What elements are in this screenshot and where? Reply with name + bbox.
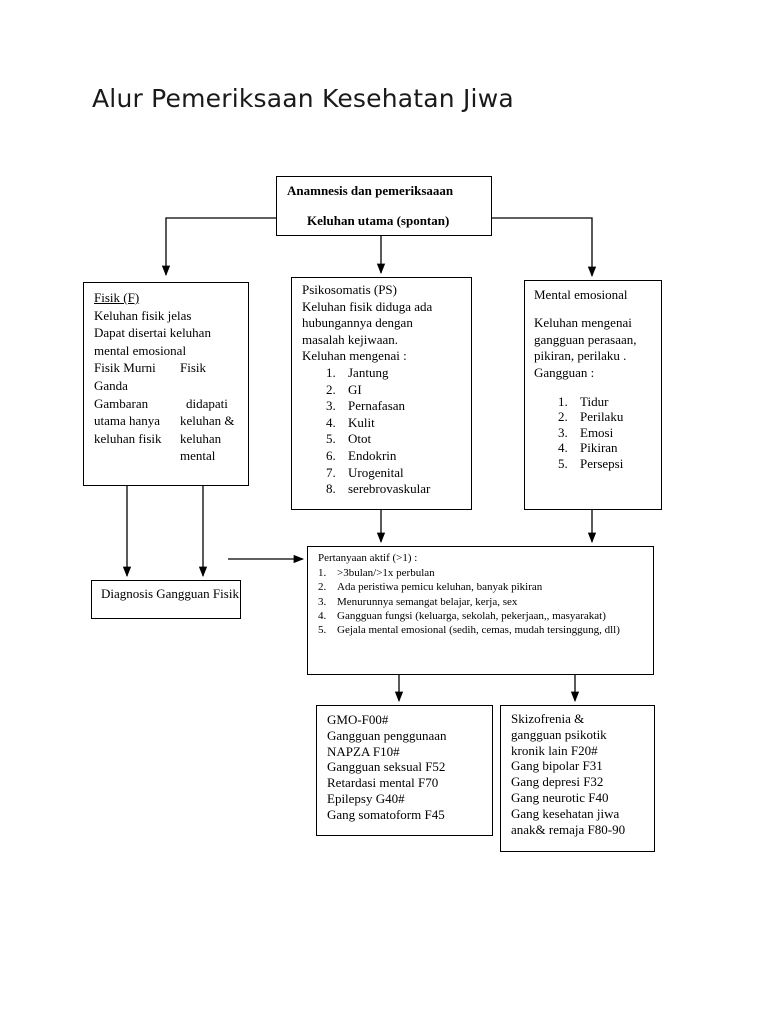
fisik-table-cell: Fisik xyxy=(180,360,207,376)
list-item: 4.Kulit xyxy=(326,414,375,430)
gmo-box: GMO-F00# Gangguan penggunaan NAPZA F10# … xyxy=(316,705,493,836)
skizo-line: Gang neurotic F40 xyxy=(511,789,609,805)
list-item: 5.Otot xyxy=(326,431,372,447)
psikosomatis-list: 1.Jantung 2.GI 3.Pernafasan 4.Kulit 5.Ot… xyxy=(302,365,471,498)
fisik-table-cell: Gambaran xyxy=(94,395,149,411)
skizo-line: Skizofrenia & xyxy=(511,711,585,726)
psikosomatis-title: Psikosomatis (PS) xyxy=(302,282,397,297)
fisik-table-cell: mental xyxy=(180,448,216,464)
list-item: 2.GI xyxy=(326,381,362,397)
skizo-line: Gang bipolar F31 xyxy=(511,758,603,774)
list-item: 2.Ada peristiwa pemicu keluhan, banyak p… xyxy=(318,581,543,594)
pertanyaan-aktif-box: Pertanyaan aktif (>1) : 1.>3bulan/>1x pe… xyxy=(307,546,654,675)
anamnesis-label: Anamnesis dan pemeriksaaan xyxy=(287,183,454,198)
fisik-table-cell: Ganda xyxy=(94,377,128,393)
gmo-line: Gang somatoform F45 xyxy=(327,806,445,822)
mental-line: Keluhan mengenai xyxy=(534,315,632,331)
fisik-table-cell: Fisik Murni xyxy=(94,360,156,376)
skizo-line: kronik lain F20# xyxy=(511,742,598,758)
fisik-table-cell xyxy=(94,447,180,465)
psikosomatis-box: Psikosomatis (PS) Keluhan fisik diduga a… xyxy=(291,277,472,510)
mental-title: Mental emosional xyxy=(534,287,628,302)
mental-list: 1.Tidur 2.Perilaku 3.Emosi 4.Pikiran 5.P… xyxy=(534,394,661,471)
list-item: 3.Emosi xyxy=(558,424,614,440)
anamnesis-box: Anamnesis dan pemeriksaaan Keluhan utama… xyxy=(276,176,492,236)
list-item: 5.Gejala mental emosional (sedih, cemas,… xyxy=(318,624,620,637)
list-item: 6.Endokrin xyxy=(326,447,397,463)
arrow-top-to-mental xyxy=(492,217,597,278)
gmo-line: Gangguan penggunaan xyxy=(327,727,447,743)
psikosomatis-line: Keluhan mengenai : xyxy=(302,348,407,364)
mental-line: pikiran, perilaku . xyxy=(534,348,627,364)
fisik-table-cell: utama hanya xyxy=(94,413,161,429)
keluhan-utama-label: Keluhan utama (spontan) xyxy=(307,213,450,228)
fisik-table-cell: keluhan fisik xyxy=(94,430,162,446)
skizo-line: Gang kesehatan jiwa xyxy=(511,805,620,821)
skizo-line: anak& remaja F80-90 xyxy=(511,821,626,837)
gmo-line: Epilepsy G40# xyxy=(327,790,405,806)
list-item: 2.Perilaku xyxy=(558,409,624,425)
mental-line: gangguan perasaan, xyxy=(534,331,637,347)
fisik-box: Fisik (F) Keluhan fisik jelas Dapat dise… xyxy=(83,282,249,486)
gmo-line: Retardasi mental F70 xyxy=(327,775,439,791)
diagnosis-box: Diagnosis Gangguan Fisik xyxy=(91,580,241,619)
arrow-top-to-fisik xyxy=(161,217,276,277)
fisik-line: Dapat disertai keluhan xyxy=(94,325,211,341)
list-item: 8.serebrovaskular xyxy=(326,481,431,497)
gmo-line: GMO-F00# xyxy=(327,712,389,727)
list-item: 1.>3bulan/>1x perbulan xyxy=(318,567,435,580)
fisik-line: Keluhan fisik jelas xyxy=(94,307,192,323)
list-item: 1.Jantung xyxy=(326,364,389,380)
list-item: 1.Tidur xyxy=(558,394,609,410)
fisik-table-cell xyxy=(180,377,248,395)
list-item: 3.Menurunnya semangat belajar, kerja, se… xyxy=(318,595,518,608)
fisik-table-cell: keluhan & xyxy=(180,413,235,429)
gmo-line: Gangguan seksual F52 xyxy=(327,759,446,775)
page-title: Alur Pemeriksaan Kesehatan Jiwa xyxy=(92,84,514,113)
skizo-line: gangguan psikotik xyxy=(511,726,607,742)
skizo-line: Gang depresi F32 xyxy=(511,774,604,790)
gmo-line: NAPZA F10# xyxy=(327,743,400,759)
pertanyaan-title: Pertanyaan aktif (>1) : xyxy=(318,552,418,564)
list-item: 4.Gangguan fungsi (keluarga, sekolah, pe… xyxy=(318,609,606,622)
mental-line: Gangguan : xyxy=(534,364,595,380)
list-item: 5.Persepsi xyxy=(558,455,624,471)
fisik-title: Fisik (F) xyxy=(94,290,140,305)
mental-emosional-box: Mental emosional Keluhan mengenai ganggu… xyxy=(524,280,662,510)
pertanyaan-list: 1.>3bulan/>1x perbulan 2.Ada peristiwa p… xyxy=(318,566,653,637)
list-item: 3.Pernafasan xyxy=(326,398,406,414)
skizofrenia-box: Skizofrenia & gangguan psikotik kronik l… xyxy=(500,705,655,852)
fisik-table-cell: keluhan xyxy=(180,430,222,446)
psikosomatis-line: Keluhan fisik diduga ada xyxy=(302,298,433,314)
diagnosis-label: Diagnosis Gangguan Fisik xyxy=(101,586,239,601)
list-item: 4.Pikiran xyxy=(558,440,618,456)
list-item: 7.Urogenital xyxy=(326,464,404,480)
fisik-line: mental emosional xyxy=(94,342,187,358)
psikosomatis-line: masalah kejiwaan. xyxy=(302,331,399,347)
psikosomatis-line: hubungannya dengan xyxy=(302,315,413,331)
fisik-table-cell: didapati xyxy=(186,395,228,411)
